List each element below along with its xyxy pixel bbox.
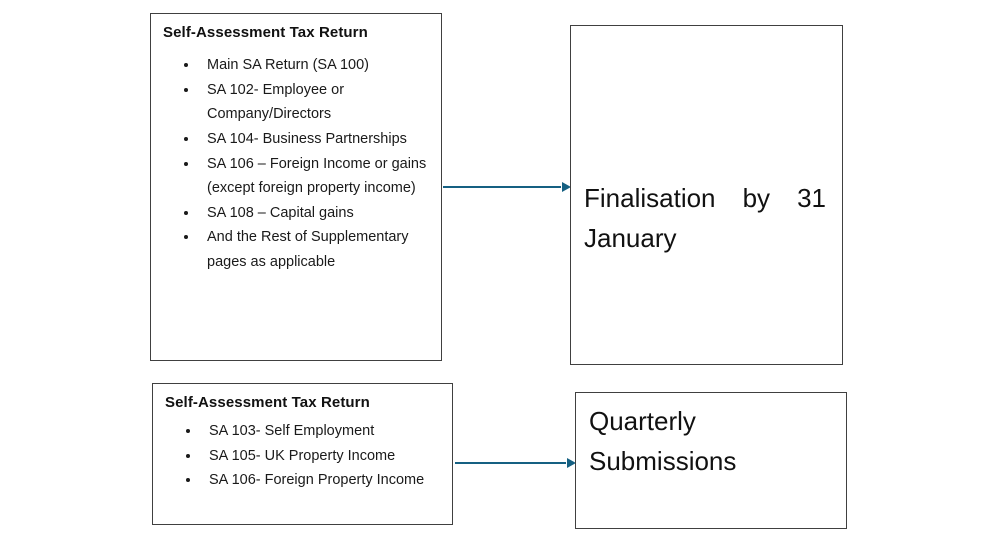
finalisation-box: Finalisation by 31 January xyxy=(570,25,843,365)
list-item: SA 106- Foreign Property Income xyxy=(201,468,438,493)
quarterly-forms-list: SA 103- Self Employment SA 105- UK Prope… xyxy=(165,419,438,493)
annual-arrow xyxy=(443,182,571,192)
list-item: And the Rest of Supplementary pages as a… xyxy=(199,225,427,274)
quarterly-submissions-text: Quarterly Submissions xyxy=(589,406,737,477)
quarterly-box-title: Self-Assessment Tax Return xyxy=(165,394,370,411)
annual-return-box: Self-Assessment Tax Return Main SA Retur… xyxy=(150,13,442,361)
list-item: SA 105- UK Property Income xyxy=(201,444,438,469)
quarterly-submissions-box: Quarterly Submissions xyxy=(575,392,847,529)
list-item: SA 102- Employee or Company/Directors xyxy=(199,78,427,127)
annual-arrow-line xyxy=(443,186,561,188)
list-item: Main SA Return (SA 100) xyxy=(199,53,427,78)
annual-arrow-head xyxy=(562,182,571,192)
quarterly-arrow-head xyxy=(567,458,576,468)
list-item: SA 104- Business Partnerships xyxy=(199,127,427,152)
annual-box-title: Self-Assessment Tax Return xyxy=(163,24,368,41)
annual-forms-list: Main SA Return (SA 100) SA 102- Employee… xyxy=(163,53,427,275)
list-item: SA 108 – Capital gains xyxy=(199,201,427,226)
quarterly-return-box: Self-Assessment Tax Return SA 103- Self … xyxy=(152,383,453,525)
list-item: SA 106 – Foreign Income or gains (except… xyxy=(199,152,427,201)
quarterly-arrow-line xyxy=(455,462,566,464)
quarterly-arrow xyxy=(455,458,576,468)
list-item: SA 103- Self Employment xyxy=(201,419,438,444)
finalisation-text: Finalisation by 31 January xyxy=(584,183,826,254)
